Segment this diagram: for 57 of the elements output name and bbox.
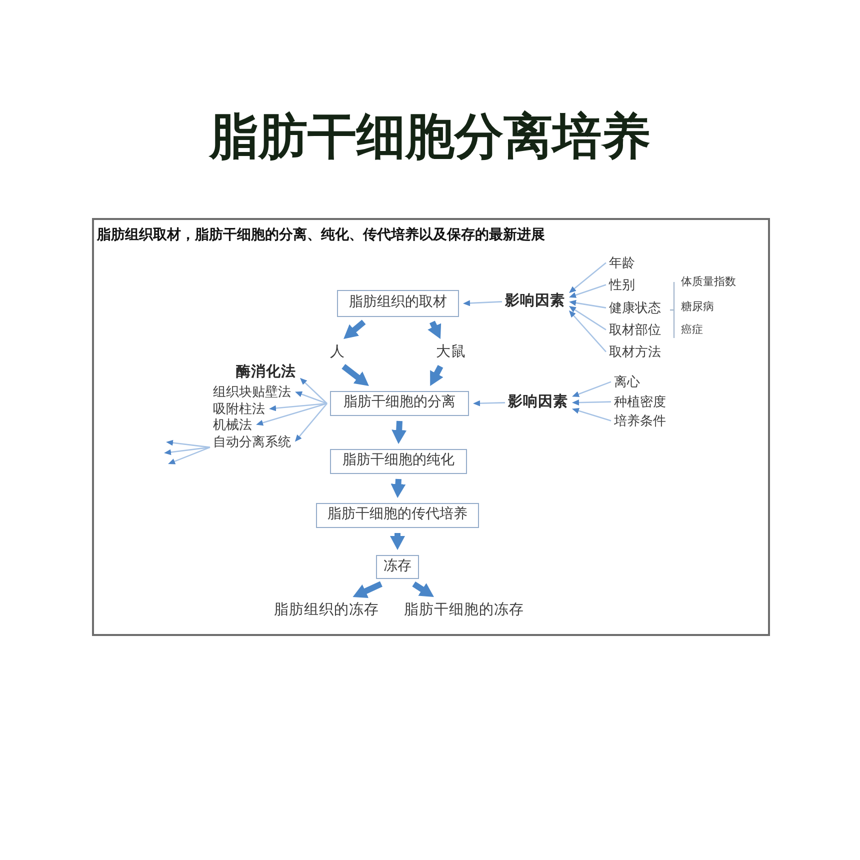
diagram-title: 脂肪干细胞分离培养 [208, 109, 652, 166]
factor-label: 性别 [609, 277, 635, 293]
block-arrow [428, 320, 442, 339]
storage-label: 脂肪组织的冻存 [274, 602, 379, 620]
arrow [295, 391, 328, 404]
figure-heading: 脂肪组织取材，脂肪干细胞的分离、纯化、传代培养以及保存的最新进展 [97, 226, 545, 243]
block-arrow [390, 478, 406, 498]
arrow [294, 403, 328, 442]
method-heading: 酶消化法 [236, 364, 296, 382]
condition-label: 体质量指数 [681, 276, 736, 290]
process-box: 脂肪干细胞的纯化 [330, 449, 467, 474]
factor-heading: 影响因素 [508, 394, 568, 412]
method-label: 组织块贴壁法 [213, 384, 291, 400]
process-box: 脂肪干细胞的传代培养 [316, 503, 479, 528]
process-box: 冻存 [376, 555, 419, 579]
arrow [569, 300, 606, 308]
arrow [463, 300, 502, 306]
factor-label: 培养条件 [614, 413, 666, 429]
arrow [256, 402, 328, 426]
source-label: 人 [330, 344, 345, 362]
process-box: 脂肪组织的取材 [337, 290, 459, 317]
factor-label: 取材方法 [609, 344, 661, 360]
block-arrow [392, 420, 407, 444]
block-arrow [390, 533, 405, 550]
block-arrow [430, 365, 444, 386]
storage-label: 脂肪干细胞的冻存 [404, 602, 524, 620]
arrow [300, 378, 328, 404]
arrow [572, 381, 612, 397]
arrow [572, 400, 612, 406]
arrow [164, 446, 210, 456]
method-label: 机械法 [213, 417, 252, 433]
factor-label: 种植密度 [614, 394, 666, 410]
method-label: 吸附柱法 [213, 401, 265, 417]
arrow [568, 306, 606, 330]
factor-label: 年龄 [609, 255, 635, 271]
arrow [572, 408, 612, 422]
factor-label: 取材部位 [609, 322, 661, 338]
arrow [473, 400, 506, 406]
factor-label: 离心 [614, 374, 640, 390]
block-arrow [412, 581, 434, 597]
process-box: 脂肪干细胞的分离 [330, 391, 469, 416]
method-label: 自动分离系统 [213, 434, 291, 450]
source-label: 大鼠 [436, 344, 466, 362]
factor-label: 健康状态 [609, 300, 661, 316]
arrow [568, 284, 606, 298]
factor-heading: 影响因素 [505, 293, 565, 310]
block-arrow [342, 364, 369, 386]
condition-label: 糖尿病 [681, 301, 714, 314]
figure-frame [92, 218, 770, 636]
block-arrow [344, 320, 366, 339]
arrow [166, 440, 210, 448]
arrow [568, 310, 606, 352]
arrow [269, 402, 328, 412]
arrow [569, 262, 606, 294]
arrow [168, 446, 210, 464]
block-arrow [352, 581, 382, 598]
condition-label: 癌症 [681, 324, 703, 338]
